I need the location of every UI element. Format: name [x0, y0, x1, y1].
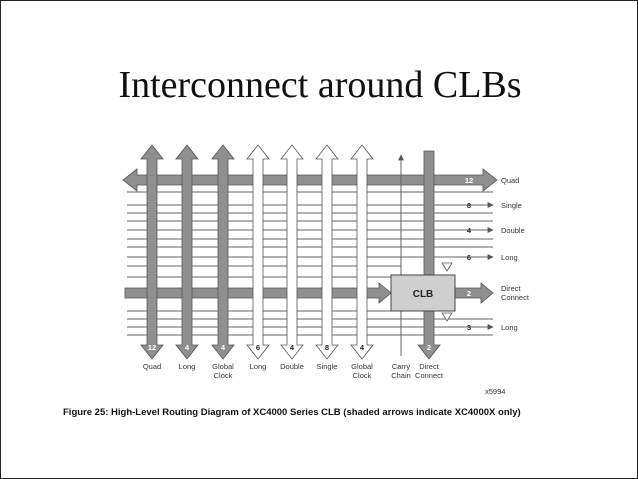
direct-connect-vertical-arrow	[417, 150, 441, 360]
figure-caption: Figure 25: High-Level Routing Diagram of…	[63, 407, 521, 418]
single-white-arrow	[315, 144, 339, 360]
right-label-count: 6	[467, 253, 471, 262]
bottom-label-text: Chain	[391, 371, 411, 380]
bottom-label-count: 4	[290, 343, 295, 352]
bottom-label-text: Double	[280, 362, 304, 371]
bottom-labels: 12Quad4Long4GlobalClock6Long4Double8Sing…	[143, 343, 444, 380]
buffer-triangles	[441, 262, 453, 322]
bottom-label-text: Quad	[143, 362, 161, 371]
figure-id: x5994	[485, 387, 505, 396]
long-vertical-arrow	[175, 144, 199, 360]
shaded-vertical-arrows	[140, 144, 441, 360]
bottom-label-text: Global	[212, 362, 234, 371]
bottom-label-text: Carry	[392, 362, 411, 371]
right-label-text: Single	[501, 201, 522, 210]
clb-label: CLB	[413, 289, 434, 300]
direct-connect-out-arrow	[454, 282, 494, 304]
global-clock-white-arrow	[350, 144, 374, 360]
bottom-label-text: Global	[351, 362, 373, 371]
right-label-count: 8	[467, 201, 471, 210]
slide-title: Interconnect around CLBs	[118, 64, 522, 106]
long-white-arrow	[246, 144, 270, 360]
bottom-label-text: Clock	[214, 371, 233, 380]
bottom-label-text: Direct	[419, 362, 440, 371]
buffer-triangle	[441, 262, 453, 272]
quad-horizontal-arrow	[122, 168, 498, 192]
bottom-label-text: Connect	[415, 371, 444, 380]
right-label-text: Quad	[501, 176, 519, 185]
bottom-label-text: Long	[250, 362, 267, 371]
bottom-label-count: 6	[256, 343, 260, 352]
double-white-arrow	[280, 144, 304, 360]
right-label-text: Long	[501, 253, 518, 262]
quad-vertical-arrow	[140, 144, 164, 360]
bottom-label-text: Long	[179, 362, 196, 371]
right-label-count: 12	[465, 176, 473, 185]
bottom-label-text: Clock	[353, 371, 372, 380]
white-vertical-arrows	[246, 144, 374, 360]
bottom-label-count: 2	[427, 343, 431, 352]
bottom-label-count: 12	[148, 343, 156, 352]
right-label-text: Double	[501, 226, 525, 235]
right-label-text: Long	[501, 323, 518, 332]
right-label-text: Direct	[501, 284, 522, 293]
right-label-text: Connect	[501, 293, 530, 302]
buffer-triangle	[441, 312, 453, 322]
right-label-count: 3	[467, 323, 471, 332]
bottom-label-count: 4	[221, 343, 226, 352]
bottom-label-count: 8	[325, 343, 329, 352]
bottom-label-count: 4	[185, 343, 190, 352]
right-label-count: 2	[467, 289, 471, 298]
bottom-label-count: 4	[360, 343, 365, 352]
right-label-count: 4	[467, 226, 472, 235]
bottom-label-text: Single	[317, 362, 338, 371]
global-clock-vertical-arrow	[211, 144, 235, 360]
clb-block	[390, 274, 456, 312]
